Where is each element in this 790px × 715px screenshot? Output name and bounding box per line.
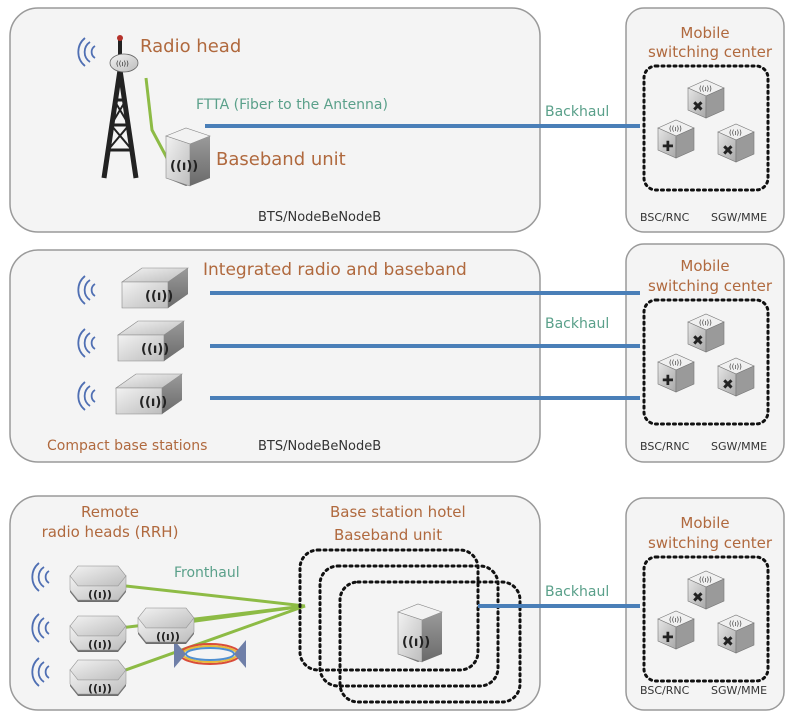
hotel-box-1	[298, 548, 480, 672]
backhaul-label-2: Backhaul	[545, 316, 609, 332]
msc-title-3a: Mobile	[680, 514, 729, 532]
fronthaul-line	[125, 584, 306, 608]
remote-label-2: radio heads (RRH)	[42, 523, 179, 541]
sgw-mme-label-1: SGW/MME	[711, 211, 767, 224]
optical-ring-icon	[174, 640, 246, 668]
msc-title-1b: switching center	[648, 43, 773, 61]
msc-panel-1	[625, 7, 785, 233]
bts-label-2: BTS/NodeBeNodeB	[258, 439, 381, 454]
compact-label: Compact base stations	[47, 438, 207, 454]
ftta-fiber-line	[144, 77, 170, 161]
backhaul-label-1: Backhaul	[545, 104, 609, 120]
remote-radio-head-icon	[69, 659, 127, 697]
radio-head-label: Radio head	[140, 36, 241, 57]
fronthaul-line	[187, 604, 306, 624]
remote-radio-head-icon	[69, 615, 127, 653]
ftta-label: FTTA (Fiber to the Antenna)	[196, 97, 388, 113]
bsc-rnc-label-2: BSC/RNC	[640, 440, 690, 453]
msc-panel-2	[625, 243, 785, 463]
svg-text:((ı)): ((ı))	[116, 60, 129, 68]
remote-label-1: Remote	[81, 503, 139, 521]
section-rrh: Remote radio heads (RRH) Fronthaul Base …	[9, 495, 785, 711]
hotel-box-3	[338, 580, 522, 704]
integrated-label: Integrated radio and baseband	[203, 260, 467, 280]
baseband-unit-icon	[397, 603, 443, 663]
baseband-unit-icon	[165, 127, 211, 187]
hotel-label: Base station hotel	[330, 503, 466, 521]
msc-title-2a: Mobile	[680, 257, 729, 275]
tower-icon: ((ı))	[101, 35, 139, 179]
hotel-bbu-label: Baseband unit	[334, 526, 442, 544]
fronthaul-line	[119, 604, 306, 674]
bts-panel-1	[9, 7, 541, 233]
bsc-rnc-label-1: BSC/RNC	[640, 211, 690, 224]
bts-label-1: BTS/NodeBeNodeB	[258, 210, 381, 225]
section-compact: Integrated radio and baseband Compact ba…	[9, 243, 785, 463]
sgw-mme-label-3: SGW/MME	[711, 684, 767, 697]
backhaul-label-3: Backhaul	[545, 584, 609, 600]
remote-radio-head-icon	[137, 607, 195, 645]
sgw-mme-label-2: SGW/MME	[711, 440, 767, 453]
hotel-box-2	[318, 564, 500, 688]
bsc-rnc-label-3: BSC/RNC	[640, 684, 690, 697]
fronthaul-label: Fronthaul	[174, 565, 240, 581]
msc-title-3b: switching center	[648, 534, 773, 552]
remote-radio-head-icon	[69, 565, 127, 603]
msc-title-1a: Mobile	[680, 24, 729, 42]
bts-panel-2	[9, 249, 541, 463]
section-ftta: ((ı)) Radio head FTTA (Fiber to the Ante…	[9, 7, 785, 233]
baseband-unit-label: Baseband unit	[216, 149, 346, 170]
msc-title-2b: switching center	[648, 277, 773, 295]
